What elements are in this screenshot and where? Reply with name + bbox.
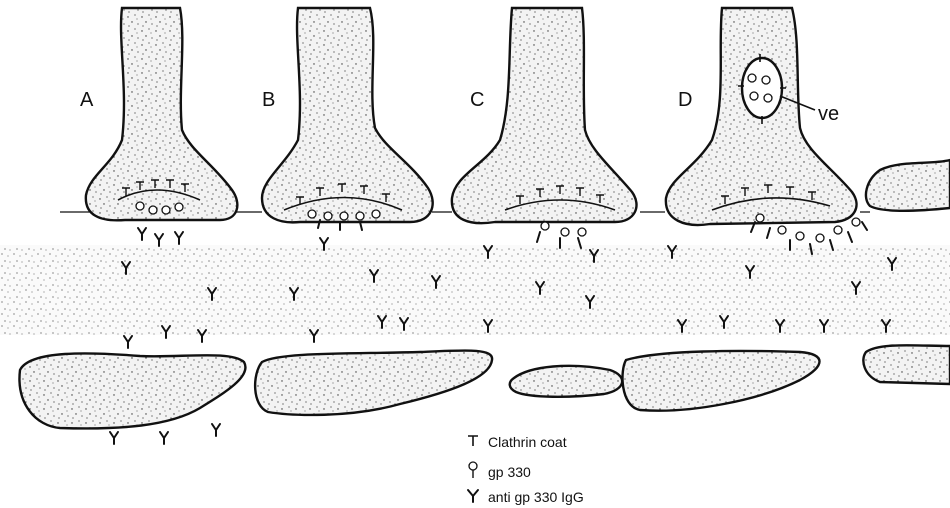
legend-gp330-icon xyxy=(469,462,477,470)
endothelium-c xyxy=(510,366,622,397)
panel-label-d: D xyxy=(678,89,692,111)
legend-igg-text: anti gp 330 IgG xyxy=(488,489,584,505)
foot-process-c xyxy=(452,8,637,223)
foot-process-partial xyxy=(866,160,950,211)
endothelium-b xyxy=(255,350,492,414)
vesicle-label: ve xyxy=(818,103,839,125)
endothelium-a xyxy=(19,353,245,428)
legend-gp330-text: gp 330 xyxy=(488,464,531,480)
legend-clathrin-text: Clathrin coat xyxy=(488,434,567,450)
foot-process-b xyxy=(262,8,433,222)
basement-membrane xyxy=(0,245,950,335)
endothelium-partial xyxy=(863,345,950,384)
panel-label-a: A xyxy=(80,89,94,111)
legend-clathrin-icon xyxy=(468,436,478,446)
endothelium-d xyxy=(623,351,820,411)
legend: Clathrin coat gp 330 anti gp 330 IgG xyxy=(468,434,584,505)
legend-igg-icon xyxy=(468,490,478,502)
panel-label-b: B xyxy=(262,89,275,111)
panel-label-c: C xyxy=(470,89,484,111)
foot-process-a xyxy=(86,8,238,220)
